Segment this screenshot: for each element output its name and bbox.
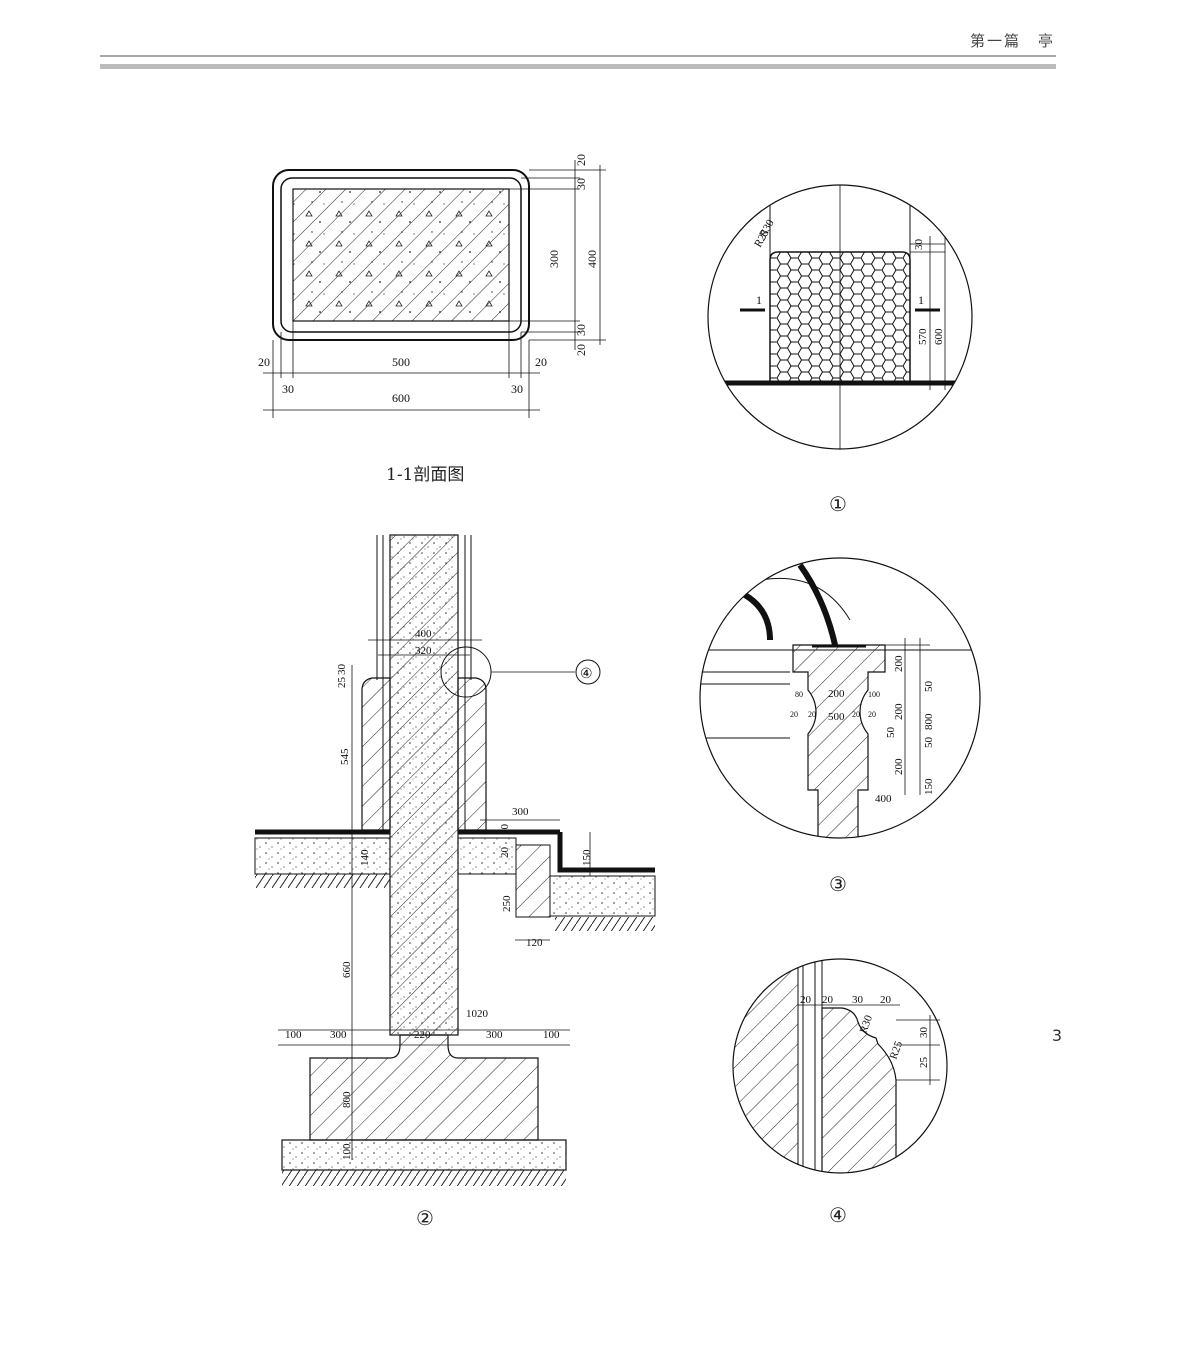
- detail-4: 20 20 30 20 R30 R25 30 25: [732, 958, 948, 1174]
- d2-dim-220: 220: [414, 1029, 431, 1041]
- d3-dim-500: 500: [828, 711, 845, 723]
- dim-b-30b: 30: [511, 382, 523, 396]
- d3-dim-20a: 20: [790, 710, 798, 719]
- d2-dim-25: 25: [336, 677, 348, 689]
- page-header: 第一篇 亭: [0, 0, 1200, 80]
- d3-dim-50c: 50: [923, 737, 935, 749]
- dim-r-20b: 20: [574, 344, 588, 356]
- d2-dim-140: 140: [359, 849, 371, 866]
- section-mark-left: 1: [756, 293, 762, 307]
- d2-dim-250: 250: [501, 895, 513, 912]
- dim-r-400: 400: [585, 250, 599, 268]
- d2-dim-1020: 1020: [466, 1008, 489, 1020]
- section-caption: 1-1剖面图: [386, 465, 465, 485]
- d3-dim-100: 100: [868, 690, 880, 699]
- d4-dim-30b: 30: [918, 1027, 930, 1039]
- d2-dim-150: 150: [581, 849, 593, 866]
- d3-dim-20b: 20: [808, 710, 816, 719]
- d2-dim-30: 30: [336, 664, 348, 676]
- header-rule-thin: [100, 55, 1056, 57]
- d2-dim-20a: 20: [499, 824, 511, 836]
- dim-b-20b: 20: [535, 355, 547, 369]
- detail-2: ④ 400 320 25 30 545 300 20: [254, 534, 656, 1186]
- d2-dim-100b: 100: [543, 1029, 560, 1041]
- detail-3: 200 50 200 800 50 50 200 150 80 20 20 20…: [699, 557, 981, 839]
- d3-dim-80: 80: [795, 690, 803, 699]
- d4-radius-r25: R25: [888, 1039, 906, 1061]
- detail-2-label: ②: [416, 1206, 434, 1230]
- d2-dim-320: 320: [415, 645, 432, 657]
- dim-r-30a: 30: [574, 178, 588, 190]
- d4-dim-30a: 30: [852, 994, 864, 1006]
- d3-dim-200a: 200: [893, 655, 905, 672]
- d4-dim-20a: 20: [800, 994, 812, 1006]
- d2-dim-660: 660: [341, 961, 353, 978]
- d2-dim-100c: 100: [341, 1143, 353, 1160]
- dim-r-300: 300: [547, 250, 561, 268]
- d2-dim-20b: 20: [499, 847, 511, 859]
- d3-dim-50b: 50: [885, 727, 897, 739]
- d4-dim-25: 25: [918, 1057, 930, 1069]
- detail-4-label: ④: [829, 1203, 847, 1227]
- d2-dim-400: 400: [415, 628, 432, 640]
- d2-dim-300a: 300: [512, 806, 529, 818]
- d2-dim-300b: 300: [330, 1029, 347, 1041]
- d3-dim-200d: 200: [828, 688, 845, 700]
- section-mark-right: 1: [918, 293, 924, 307]
- detail-1: 1 1 R30 R25 30 570 600: [707, 184, 973, 450]
- d1-dim-600: 600: [933, 328, 945, 345]
- d3-dim-200b: 200: [893, 703, 905, 720]
- dim-b-500: 500: [392, 355, 410, 369]
- d3-dim-800: 800: [923, 713, 935, 730]
- d1-dim-30: 30: [913, 239, 925, 251]
- d3-dim-400: 400: [875, 793, 892, 805]
- chapter-title: 第一篇 亭: [969, 32, 1055, 50]
- d2-dim-300c: 300: [486, 1029, 503, 1041]
- header-rule-thick: [100, 64, 1056, 69]
- section-1-1: 20 30 300 400 30 20 20 500 20 30 30 600: [258, 154, 606, 418]
- callout-4: ④: [580, 667, 593, 682]
- d3-dim-20d: 20: [868, 710, 876, 719]
- dim-b-20a: 20: [258, 355, 270, 369]
- d4-dim-20c: 20: [880, 994, 892, 1006]
- d2-dim-120: 120: [526, 937, 543, 949]
- d4-dim-20b: 20: [822, 994, 834, 1006]
- detail-3-label: ③: [829, 872, 847, 896]
- d1-dim-570: 570: [917, 328, 929, 345]
- d2-dim-800: 800: [341, 1091, 353, 1108]
- dim-r-30b: 30: [574, 324, 588, 336]
- d2-dim-545: 545: [339, 748, 351, 765]
- d4-radius-r30: R30: [858, 1013, 876, 1035]
- page-number: 3: [1051, 1026, 1062, 1045]
- dim-b-600: 600: [392, 391, 410, 405]
- d3-dim-20c: 20: [852, 710, 860, 719]
- dim-b-30a: 30: [282, 382, 294, 396]
- d3-dim-200c: 200: [893, 758, 905, 775]
- d3-dim-150: 150: [923, 778, 935, 795]
- detail-1-label: ①: [829, 492, 847, 516]
- d3-dim-50a: 50: [923, 681, 935, 693]
- d2-dim-100a: 100: [285, 1029, 302, 1041]
- dim-r-20a: 20: [574, 154, 588, 166]
